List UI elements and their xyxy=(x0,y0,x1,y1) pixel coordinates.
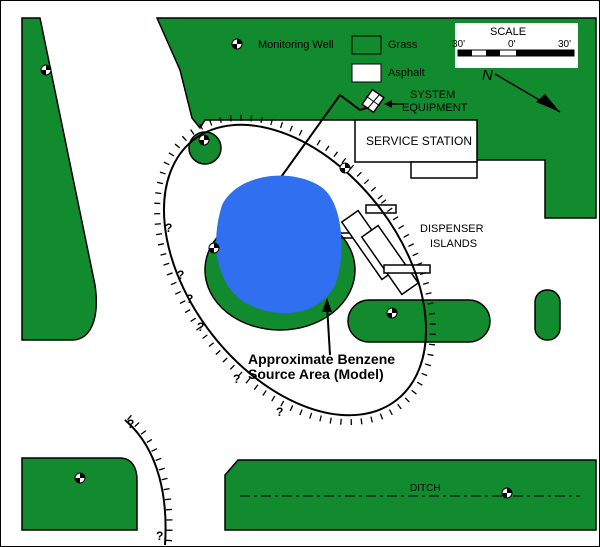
question-mark: ? xyxy=(165,221,172,235)
system-equipment-arrowhead xyxy=(384,100,392,108)
service-station-annex xyxy=(410,161,478,179)
source-area-label-line1: Approximate Benzene xyxy=(248,351,395,367)
service-station-label: SERVICE STATION xyxy=(366,134,472,148)
scale-tick-right: 30' xyxy=(558,39,571,50)
legend-asphalt-label: Asphalt xyxy=(388,67,425,79)
source-area-leader xyxy=(326,304,331,356)
question-mark: ? xyxy=(197,320,204,334)
system-equipment-label-line2: EQUIPMENT xyxy=(402,102,468,114)
north-arrow-label: N xyxy=(482,67,493,84)
north-arrow: N xyxy=(482,67,561,113)
dispenser-islands xyxy=(320,204,431,296)
source-area-arrowhead xyxy=(322,298,332,312)
scale-title: SCALE xyxy=(490,26,526,38)
monitoring-wells xyxy=(40,64,513,499)
question-mark: ? xyxy=(156,529,163,543)
benzene-source-area xyxy=(216,175,342,314)
dispenser-islands-label-line2: ISLANDS xyxy=(430,238,477,250)
source-area-label-line2: Source Area (Model) xyxy=(248,366,384,382)
system-equipment-box xyxy=(361,88,385,114)
grass-area-left-strip xyxy=(21,17,97,341)
question-mark: ? xyxy=(276,405,283,419)
legend-grass-swatch xyxy=(351,35,382,55)
map-legend: Monitoring Well Grass Asphalt xyxy=(231,35,425,83)
grass-right-island xyxy=(347,299,491,343)
plume-boundary xyxy=(154,114,436,426)
scale-tick-center: 0' xyxy=(508,39,516,50)
uncertain-boundary-marks: ? ? ? ? ? ? ? ? xyxy=(127,221,283,543)
legend-monitoring-well-label: Monitoring Well xyxy=(258,39,334,51)
scale-tick-left: 30' xyxy=(452,39,465,50)
grass-bottom-left xyxy=(21,457,138,531)
plume-boundary-arc-lower xyxy=(124,419,167,546)
scale-bar-background xyxy=(455,23,578,68)
dispenser-islands-label-line1: DISPENSER xyxy=(420,223,484,235)
north-arrowhead-icon xyxy=(536,94,560,112)
grass-bottom-right xyxy=(224,459,597,531)
legend-grass-label: Grass xyxy=(388,39,418,51)
question-mark: ? xyxy=(177,268,184,282)
question-mark: ? xyxy=(127,417,134,431)
system-equipment-label-line1: SYSTEM xyxy=(410,89,455,101)
legend-asphalt-swatch xyxy=(351,63,382,83)
question-mark: ? xyxy=(186,292,193,306)
ditch-label: DITCH xyxy=(410,483,441,494)
monitoring-well-icon xyxy=(231,38,243,50)
grass-small-island xyxy=(534,289,561,341)
scale-bar: SCALE 30' 0' 30' xyxy=(452,23,578,68)
question-mark: ? xyxy=(233,372,240,386)
